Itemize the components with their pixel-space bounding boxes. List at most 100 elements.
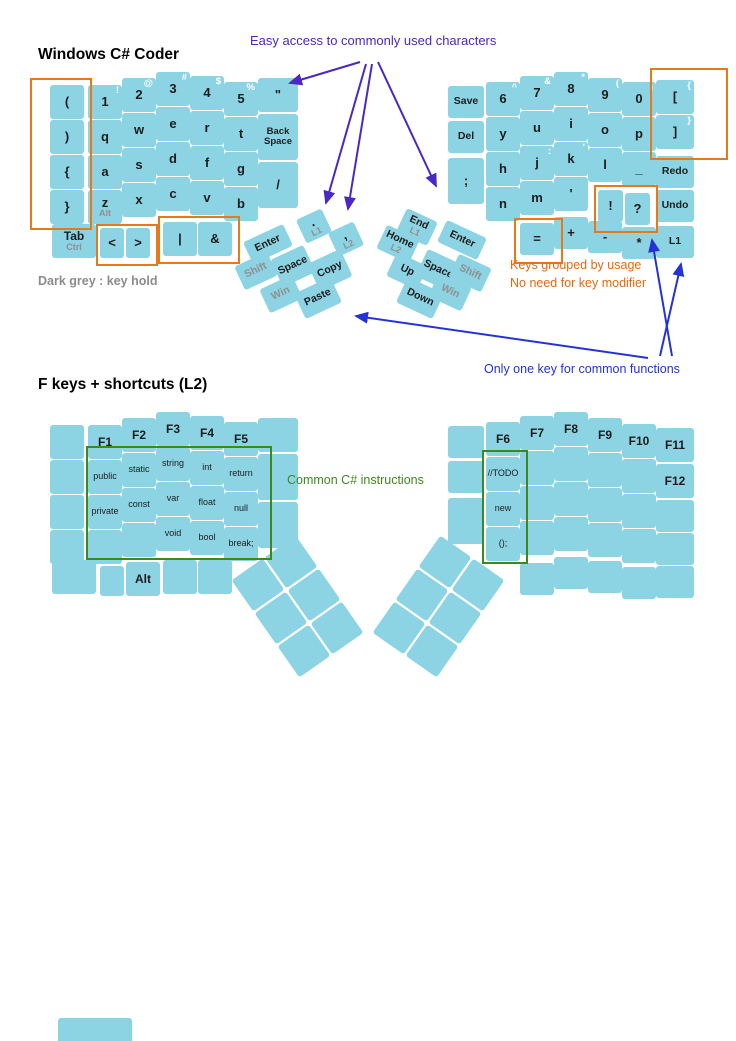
key-label: Tab [63, 229, 85, 244]
key-label: F2 [131, 427, 146, 442]
key-string: string [156, 447, 190, 481]
key-label: static [128, 464, 150, 475]
key-label: break; [228, 538, 254, 549]
key-c: c [156, 177, 190, 211]
key-l: l [588, 148, 622, 182]
key-symbol: ? [625, 193, 650, 225]
common-cs-annotation: Common C# instructions [287, 473, 424, 487]
blank-key [520, 486, 554, 520]
key-label: / [276, 177, 280, 193]
key-label: Undo [661, 199, 689, 212]
key-w: w [122, 113, 156, 147]
key-0: )0 [622, 82, 656, 116]
key-label: f [204, 155, 210, 171]
main-layer-title: Windows C# Coder [38, 46, 180, 63]
grouped-usage-annotation-line2: No need for key modifier [510, 276, 647, 290]
key-label: & [210, 231, 220, 247]
key-symbol: / [258, 162, 298, 208]
key-save: Save [448, 86, 484, 118]
key-hold-label: Ctrl [66, 241, 82, 252]
key-symbol: .L1 [295, 208, 333, 244]
key-label: l [603, 157, 607, 173]
blank-key [588, 523, 622, 557]
key-symbol: _ [622, 152, 656, 186]
key-alt: Alt [126, 562, 160, 596]
key-f2: F2 [122, 418, 156, 452]
key-symbol: * [622, 227, 656, 259]
key-label: 2 [135, 87, 143, 103]
key-label: ] [672, 124, 678, 140]
key-symbol: ! [598, 190, 623, 222]
key-label: Back Space [264, 125, 292, 147]
easy-access-annotation: Easy access to commonly used characters [250, 33, 497, 48]
key-shift-glyph: ( [615, 78, 619, 89]
key-label: ; [463, 173, 469, 189]
key-static: static [122, 453, 156, 487]
key-7: &7 [520, 76, 554, 110]
blank-key [622, 529, 656, 563]
key-label: F9 [597, 427, 612, 442]
blank-key [88, 530, 122, 564]
key-break: break; [224, 527, 258, 561]
grouped-usage-annotation-line1: Keys grouped by usage [510, 258, 642, 272]
key-label: [ [672, 89, 678, 105]
key-label: L1 [668, 235, 682, 248]
key-label: public [93, 471, 117, 482]
key-label: 7 [533, 85, 541, 101]
key-label: } [64, 199, 70, 215]
blank-key [554, 482, 588, 516]
key-shift-glyph: : [547, 146, 551, 157]
key-label: 8 [567, 81, 575, 97]
key-shift-glyph: ! [115, 85, 119, 96]
key-back-space: Back Space [258, 114, 298, 160]
key-symbol: }] [656, 115, 694, 149]
key-label: F3 [165, 421, 180, 436]
key-symbol: ( [50, 85, 84, 119]
blank-key [52, 560, 96, 594]
key-del: Del [448, 121, 484, 153]
key-label: " [274, 87, 282, 103]
key-8: *8 [554, 72, 588, 106]
key-public: public [88, 460, 122, 494]
blank-key [100, 566, 124, 596]
blank-key [554, 517, 588, 551]
key-6: ^6 [486, 82, 520, 116]
key-h: h [486, 152, 520, 186]
blank-key [520, 563, 554, 595]
key-2: @2 [122, 78, 156, 112]
key-f5: F5 [224, 422, 258, 456]
key-label: > [134, 235, 142, 251]
blank-key [163, 560, 197, 594]
key-symbol: = [520, 223, 554, 255]
key-label: (); [498, 538, 508, 549]
blank-key [198, 560, 232, 594]
key-label: p [635, 126, 643, 142]
key-label: Win [269, 284, 292, 304]
key-label: const [128, 499, 150, 510]
key-label: Paste [302, 286, 334, 309]
blank-key [122, 523, 156, 557]
key-symbol: " [258, 78, 298, 112]
key-l1: L1 [656, 226, 694, 258]
key-label: F10 [628, 433, 650, 448]
key-label: < [108, 235, 116, 251]
key-label: q [101, 129, 109, 145]
key-label: return [229, 468, 253, 479]
key-shift-glyph: } [687, 115, 691, 126]
key-e: e [156, 107, 190, 141]
key-shift-glyph: { [687, 80, 691, 91]
key-symbol: + [554, 217, 588, 249]
key-label: Save [453, 95, 479, 108]
key-label: F12 [664, 473, 686, 488]
key-symbol: & [198, 222, 232, 256]
key-3: #3 [156, 72, 190, 106]
key-9: (9 [588, 78, 622, 112]
key-label: Del [457, 130, 475, 143]
blank-key [448, 426, 484, 458]
key-f7: F7 [520, 416, 554, 450]
blank-key [258, 418, 298, 452]
key-shift-glyph: # [181, 72, 187, 83]
key-symbol: (); [486, 527, 520, 561]
key-symbol: ; [448, 158, 484, 204]
